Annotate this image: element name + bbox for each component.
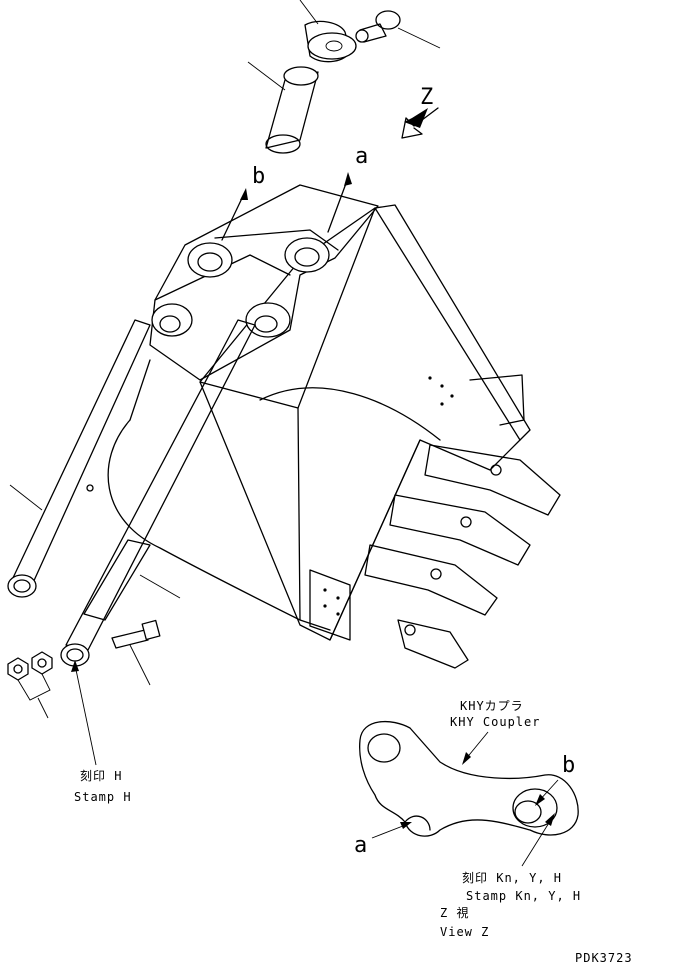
long-pin-right xyxy=(60,319,256,667)
long-pin-left xyxy=(7,319,151,598)
bucket-teeth xyxy=(364,444,561,669)
nuts xyxy=(7,651,53,719)
mounting-bracket xyxy=(149,184,379,381)
bucket xyxy=(107,204,531,641)
bushing xyxy=(247,61,319,154)
khy-coupler xyxy=(359,720,579,837)
stamp-k-en: Stamp Kn, Y, H xyxy=(466,889,581,903)
view-z-jp: Z 視 xyxy=(440,905,469,920)
coupler-leader xyxy=(462,731,489,765)
stamp-h-jp: 刻印 H xyxy=(80,769,122,783)
stamp-h-en: Stamp H xyxy=(74,790,132,804)
drawing-code: PDK3723 xyxy=(575,951,633,965)
inset-ref-b: b xyxy=(562,753,575,778)
lock-pin xyxy=(355,10,441,49)
ref-a-label: a xyxy=(355,144,368,169)
coupler-en: KHY Coupler xyxy=(450,715,540,729)
ref-arrow-a xyxy=(327,172,352,233)
stamp-h-leader xyxy=(71,660,97,766)
view-z-letter: Z xyxy=(420,85,433,110)
view-direction-arrow xyxy=(401,107,439,139)
coupler-jp: KHYカプラ xyxy=(460,699,524,713)
inset-ref-arrow-a xyxy=(371,822,412,839)
stamp-k-jp: 刻印 Kn, Y, H xyxy=(462,871,562,885)
view-z-en: View Z xyxy=(440,925,489,939)
collar-washer xyxy=(299,0,357,63)
inset-ref-a: a xyxy=(354,833,367,858)
ref-arrow-b xyxy=(221,188,248,241)
inset-ref-arrow-b xyxy=(535,779,559,806)
ref-b-label: b xyxy=(252,164,265,189)
stamp-k-leader xyxy=(521,813,555,867)
bolt xyxy=(111,619,161,686)
